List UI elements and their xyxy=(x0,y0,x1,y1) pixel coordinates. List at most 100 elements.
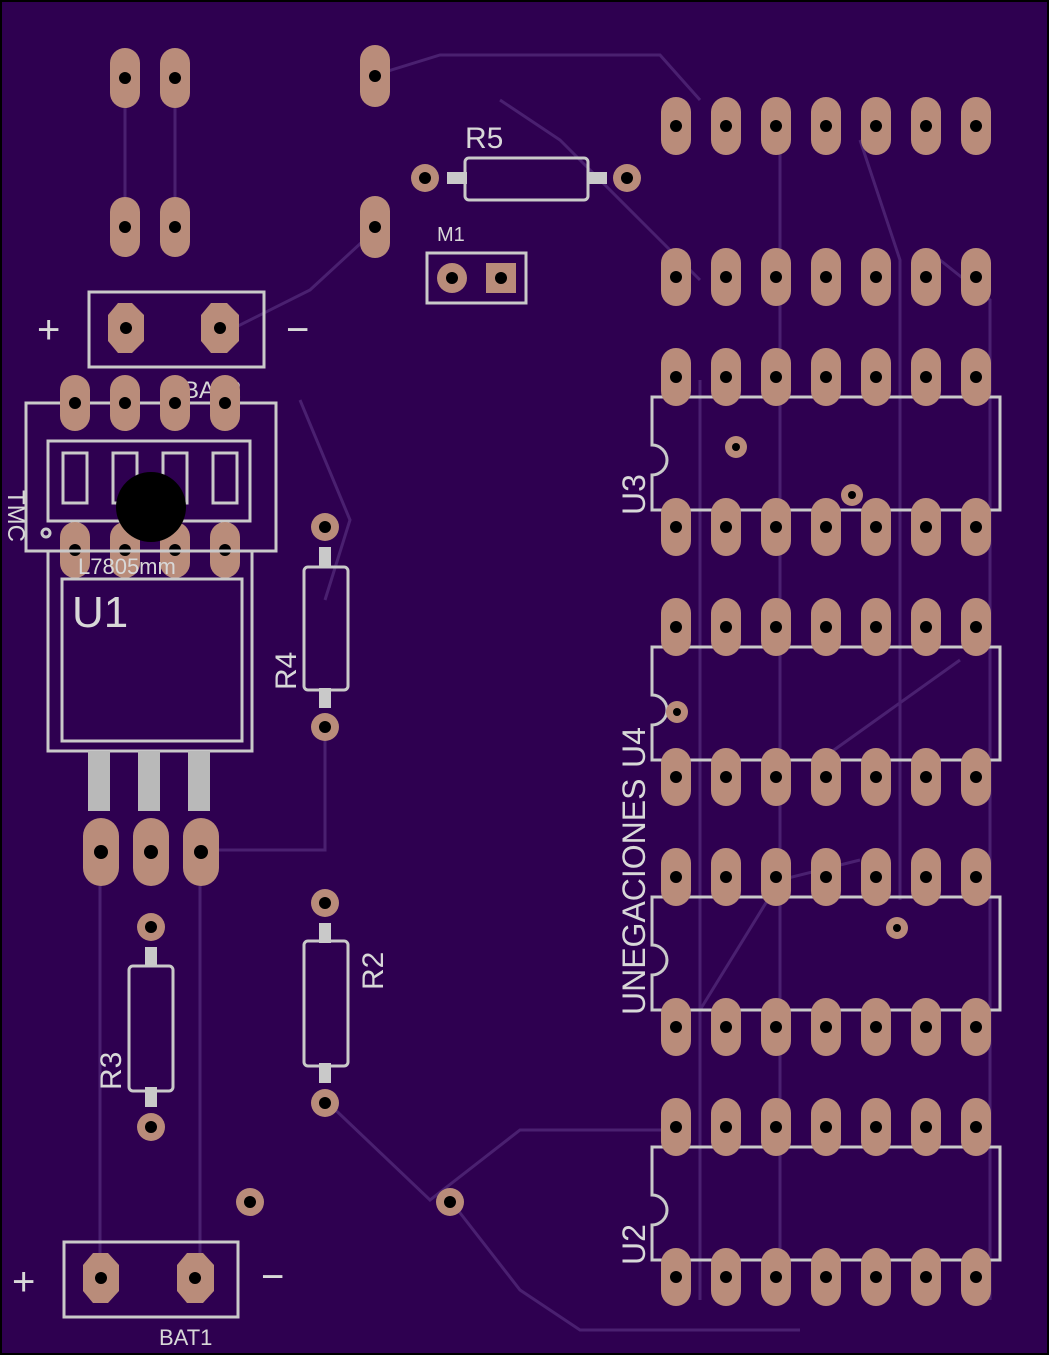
pin-hole xyxy=(870,1021,882,1033)
pin-hole xyxy=(970,621,982,633)
pin-hole xyxy=(670,871,682,883)
label-tmc: TMC xyxy=(2,490,29,542)
bat1-minus: − xyxy=(261,1255,284,1299)
pin-hole xyxy=(770,271,782,283)
pin-hole xyxy=(870,621,882,633)
pin-hole xyxy=(670,521,682,533)
pin-hole xyxy=(970,271,982,283)
pin-hole xyxy=(870,371,882,383)
pin-hole xyxy=(870,1271,882,1283)
pin-hole xyxy=(970,871,982,883)
switch-pads xyxy=(360,45,390,258)
pin-hole xyxy=(670,120,682,132)
pin-hole xyxy=(720,120,732,132)
pin-hole xyxy=(670,1271,682,1283)
pin-hole xyxy=(770,771,782,783)
pin-hole xyxy=(820,1121,832,1133)
pin-hole xyxy=(720,371,732,383)
pin-hole xyxy=(720,771,732,783)
pin-hole xyxy=(870,271,882,283)
ic-outlines xyxy=(650,395,1002,1262)
pin-hole xyxy=(820,1021,832,1033)
pin-hole xyxy=(820,521,832,533)
pin-hole xyxy=(720,1121,732,1133)
pin-hole xyxy=(820,621,832,633)
label-r3: R3 xyxy=(95,1052,128,1090)
chip-pins xyxy=(661,97,991,1306)
pin-hole xyxy=(920,521,932,533)
label-negaciones: UNEGACIONES xyxy=(616,779,652,1015)
connector-m1: M1 xyxy=(425,224,528,305)
pin-hole xyxy=(920,871,932,883)
bat1-plus: + xyxy=(12,1260,35,1304)
pin-hole xyxy=(820,120,832,132)
pin-hole xyxy=(670,1021,682,1033)
label-u4: U4 xyxy=(616,727,652,768)
pin-hole xyxy=(870,1121,882,1133)
pin-hole xyxy=(970,120,982,132)
pin-hole xyxy=(670,271,682,283)
vias xyxy=(666,436,908,939)
pin-hole xyxy=(870,871,882,883)
pin-hole xyxy=(770,1271,782,1283)
pin-hole xyxy=(970,1271,982,1283)
pin-hole xyxy=(820,771,832,783)
pin-hole xyxy=(720,871,732,883)
label-r2: R2 xyxy=(357,952,390,990)
pin-hole xyxy=(970,371,982,383)
pin-hole xyxy=(720,521,732,533)
label-u1: U1 xyxy=(72,588,128,637)
pin-hole xyxy=(870,521,882,533)
loose-pads xyxy=(236,1188,464,1216)
resistor-r3: R3 xyxy=(95,913,175,1141)
pin-hole xyxy=(970,521,982,533)
label-u3: U3 xyxy=(616,474,652,515)
regulator-u1: U1 xyxy=(46,549,254,886)
tmc-module: TMC L7805mm xyxy=(2,375,278,579)
pin-hole xyxy=(820,371,832,383)
pin-hole xyxy=(820,271,832,283)
pin-hole xyxy=(970,1121,982,1133)
label-tmc-sub: L7805mm xyxy=(78,554,176,579)
pin-hole xyxy=(720,1271,732,1283)
pin-hole xyxy=(870,771,882,783)
pin-hole xyxy=(920,120,932,132)
pin-hole xyxy=(770,621,782,633)
label-u2: U2 xyxy=(616,1224,652,1265)
label-r4: R4 xyxy=(270,652,303,690)
pin-hole xyxy=(670,621,682,633)
mounting-hole xyxy=(116,472,186,542)
pin-hole xyxy=(670,1121,682,1133)
pin-hole xyxy=(720,1021,732,1033)
pin-hole xyxy=(770,871,782,883)
bat2-plus: + xyxy=(37,308,60,352)
pin-hole xyxy=(970,771,982,783)
pin-hole xyxy=(820,1271,832,1283)
pin-hole xyxy=(920,1121,932,1133)
label-r5: R5 xyxy=(465,122,503,155)
battery-bat1: + − BAT1 xyxy=(12,1240,284,1350)
bat2-minus: − xyxy=(286,308,309,352)
pin-hole xyxy=(720,271,732,283)
pin-hole xyxy=(870,120,882,132)
pin-hole xyxy=(920,271,932,283)
pin-hole xyxy=(770,120,782,132)
pin-hole xyxy=(820,871,832,883)
resistor-r4: R4 xyxy=(270,513,350,741)
pin-hole xyxy=(720,621,732,633)
pin-hole xyxy=(770,371,782,383)
traces xyxy=(98,53,992,1332)
pin-hole xyxy=(920,1271,932,1283)
resistor-r2: R2 xyxy=(302,889,390,1117)
pin-hole xyxy=(920,771,932,783)
pin-hole xyxy=(970,1021,982,1033)
pin-hole xyxy=(920,1021,932,1033)
pin-hole xyxy=(770,1121,782,1133)
label-m1: M1 xyxy=(437,224,465,246)
pin-hole xyxy=(670,371,682,383)
pin-hole xyxy=(920,371,932,383)
connector-top-left xyxy=(110,48,190,257)
